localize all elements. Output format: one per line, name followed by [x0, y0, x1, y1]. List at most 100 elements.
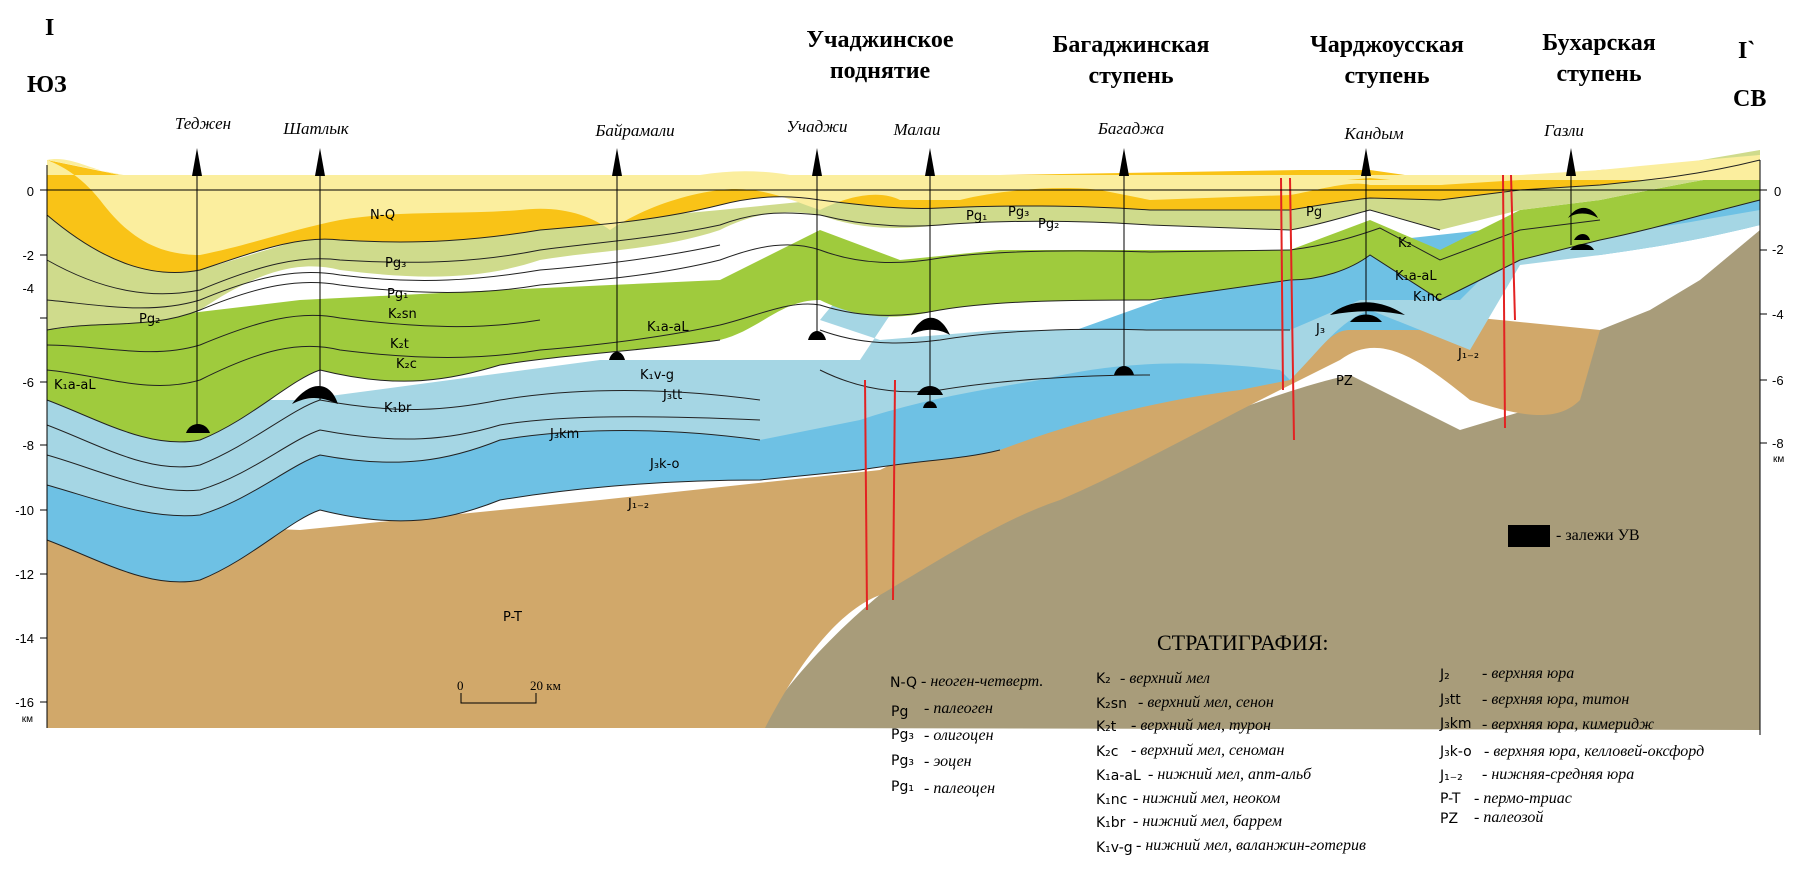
strat-code: K₁br — [1096, 815, 1126, 831]
direction-right: СВ — [1733, 86, 1766, 112]
strat-desc: - олигоцен — [924, 727, 994, 744]
structure-heading: Учаджинское — [806, 27, 954, 53]
well-marker-icon — [925, 148, 935, 176]
structure-heading: Чарджоусская — [1310, 32, 1464, 58]
well-name: Учаджи — [787, 117, 848, 136]
strat-code: N-Q — [890, 675, 917, 691]
well-name: Малаи — [892, 120, 940, 139]
layer-label: K₂t — [390, 337, 409, 352]
strat-desc: - верхний мел, сеноман — [1131, 742, 1285, 759]
depth-tick-label: -2 — [1772, 242, 1784, 257]
strat-desc: - верхний мел — [1120, 670, 1210, 687]
structure-heading: ступень — [1088, 63, 1173, 89]
strat-desc: - пермо-триас — [1474, 790, 1572, 807]
strat-desc: - палеоген — [924, 700, 993, 717]
layer-pg — [47, 160, 1760, 273]
strat-desc: - верхняя юра, титон — [1482, 691, 1629, 708]
layer-label: Pg₃ — [1008, 205, 1029, 220]
stratigraphy-title: СТРАТИГРАФИЯ: — [1157, 630, 1329, 655]
layer-label: J₃tt — [662, 388, 682, 403]
deposit-icon — [186, 424, 210, 433]
structure-heading: Багаджинская — [1052, 32, 1209, 58]
hydrocarbon-deposits — [186, 207, 1598, 433]
fault-line — [892, 379, 896, 601]
layer-pz — [760, 230, 1760, 730]
depth-tick-label: -4 — [1772, 307, 1784, 322]
deposit-icon — [1568, 207, 1598, 218]
strat-desc: - верхняя юра, кимеридж — [1482, 716, 1654, 733]
strat-code: Pg₁ — [891, 779, 914, 795]
well-marker-icon — [192, 148, 202, 176]
depth-tick-label: 0 — [27, 184, 34, 199]
depth-tick-label: -8 — [22, 438, 34, 453]
strat-code: J₁₋₂ — [1439, 768, 1463, 784]
layer-labels: N-Q Pg₃ Pg₁ Pg₂ K₂sn K₂t K₂c K₁br K₁a-aL… — [54, 205, 1479, 625]
strat-code: J₃k-o — [1439, 744, 1472, 760]
deposit-icon — [292, 386, 338, 404]
stratigraphy-column-1: N-Q - неоген-четверт. Pg - палеоген Pg₃ … — [890, 673, 1043, 797]
depth-axis-left: 0 -2 -4 -6 -8 -10 -12 -14 -16 км — [15, 184, 34, 725]
depth-tick-label: -12 — [15, 567, 34, 582]
well-marker-icon — [612, 148, 622, 176]
well-name: Кандым — [1343, 124, 1403, 143]
strat-desc: - неоген-четверт. — [921, 673, 1043, 690]
well-name: Шатлык — [282, 119, 349, 138]
profile-end-label: I` — [1738, 38, 1755, 64]
layer-label: K₁nc — [1413, 290, 1442, 305]
depth-tick-label: -6 — [22, 375, 34, 390]
fault-line — [864, 379, 868, 611]
strat-code: PZ — [1440, 811, 1458, 827]
depth-tick-label: -16 — [15, 695, 34, 710]
well-marker-icon — [1119, 148, 1129, 176]
deposit-icon — [609, 351, 625, 360]
scale-start-label: 0 — [457, 678, 464, 693]
layer-label: K₁a-aL — [647, 320, 689, 335]
strat-code: K₁nc — [1096, 792, 1127, 808]
layer-label: Pg₃ — [385, 256, 406, 271]
well-name: Теджен — [175, 114, 231, 133]
layer-label: J₃k-o — [649, 457, 680, 472]
strat-desc: - верхняя юра — [1482, 665, 1574, 682]
hydrocarbon-swatch — [1508, 525, 1550, 547]
strat-code: K₂ — [1096, 671, 1111, 687]
strat-desc: - нижний мел, апт-альб — [1148, 766, 1312, 783]
strat-code: Pg — [891, 704, 908, 720]
strat-code: K₂sn — [1096, 696, 1127, 712]
strat-desc: - палеозой — [1474, 809, 1543, 826]
structure-heading: поднятие — [830, 58, 931, 84]
strat-code: Pg₃ — [891, 753, 914, 769]
well-name: Газли — [1543, 121, 1584, 140]
strat-code: P-T — [1440, 791, 1461, 807]
well-marker-icon — [315, 148, 325, 176]
deposit-icon — [1114, 366, 1134, 375]
hydrocarbon-legend: - залежи УВ — [1508, 525, 1640, 547]
structure-heading: ступень — [1344, 63, 1429, 89]
wells — [196, 162, 1572, 428]
deposit-icon — [1570, 244, 1594, 250]
fault-line — [1280, 177, 1284, 391]
scale-end-label: 20 км — [530, 678, 561, 693]
depth-tick-label: -8 — [1772, 436, 1784, 451]
structure-heading: ступень — [1556, 61, 1641, 87]
strat-code: J₃tt — [1439, 692, 1461, 708]
layer-boundaries — [46, 159, 1761, 583]
depth-tick-label: -14 — [15, 631, 34, 646]
well-marker-icon — [812, 148, 822, 176]
fault-line — [1502, 174, 1506, 429]
layer-label: Pg₁ — [387, 287, 408, 302]
well-marker-icon — [1566, 148, 1576, 176]
layer-label: K₂c — [396, 357, 417, 372]
strat-code: K₁a-aL — [1096, 768, 1141, 784]
layer-label: J₃km — [549, 427, 579, 442]
deposit-icon — [923, 401, 937, 408]
layer-label: Pg₁ — [966, 209, 987, 224]
profile-start-label: I — [45, 15, 54, 41]
deposit-icon — [1330, 302, 1405, 315]
layer-pt — [47, 300, 1600, 728]
layer-label: N-Q — [370, 208, 395, 223]
strat-code: J₃km — [1439, 716, 1472, 732]
layer-label: K₁v-g — [640, 368, 674, 383]
strat-code: Pg₃ — [891, 727, 914, 743]
depth-tick-label: 0 — [1774, 184, 1781, 199]
strat-desc: - нижняя-средняя юра — [1482, 766, 1634, 783]
